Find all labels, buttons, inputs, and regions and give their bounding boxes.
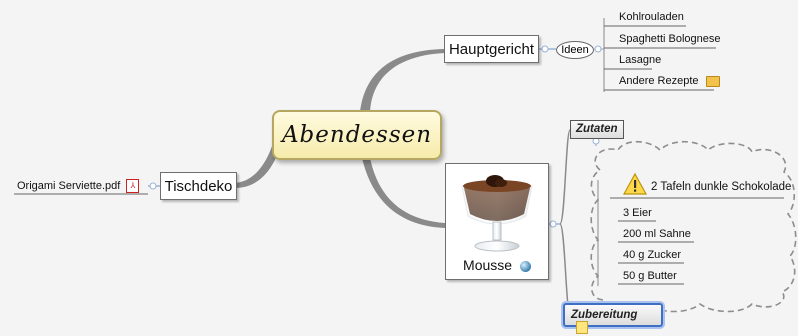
folder-icon[interactable] xyxy=(705,75,720,87)
zutaten-boundary xyxy=(590,140,797,313)
ingredient-label: 50 g Butter xyxy=(623,270,677,282)
ingredient-item[interactable]: 50 g Butter xyxy=(623,270,677,282)
warning-icon xyxy=(622,172,648,195)
note-icon[interactable] xyxy=(576,321,588,334)
idea-item[interactable]: Spaghetti Bolognese xyxy=(619,33,721,45)
ingredient-label: 2 Tafeln dunkle Schokolade xyxy=(651,181,792,193)
ingredient-item[interactable]: 200 ml Sahne xyxy=(623,228,691,240)
globe-icon[interactable] xyxy=(519,260,531,272)
attachment-filename: Origami Serviette.pdf xyxy=(17,179,121,192)
idea-item-label: Andere Rezepte xyxy=(619,75,699,87)
topic-mousse-label: Mousse xyxy=(463,257,513,273)
idea-item[interactable]: Andere Rezepte xyxy=(619,75,720,87)
ingredient-item[interactable]: 40 g Zucker xyxy=(623,249,681,261)
topic-mousse[interactable]: Mousse xyxy=(445,163,549,280)
idea-item-label: Spaghetti Bolognese xyxy=(619,33,721,45)
subtopic-zutaten-label: Zutaten xyxy=(576,123,618,135)
pdf-icon[interactable]: ⅄ xyxy=(126,179,140,193)
ingredient-item[interactable]: 3 Eier xyxy=(623,207,652,219)
ingredient-label: 40 g Zucker xyxy=(623,249,682,261)
topic-hauptgericht[interactable]: Hauptgericht xyxy=(444,35,539,63)
branch-tischdeko xyxy=(235,140,282,188)
central-topic[interactable]: Abendessen xyxy=(272,110,442,160)
idea-item[interactable]: Kohlrouladen xyxy=(619,11,684,23)
ingredient-item[interactable]: 2 Tafeln dunkle Schokolade xyxy=(651,181,791,193)
branch-hauptgericht xyxy=(360,49,445,112)
callout-ideen[interactable]: Ideen xyxy=(556,41,594,59)
attachment-item[interactable]: Origami Serviette.pdf ⅄ xyxy=(17,179,140,193)
idea-item[interactable]: Lasagne xyxy=(619,54,661,66)
chocolate-mousse-image xyxy=(461,175,533,252)
subtopic-zubereitung[interactable]: Zubereitung xyxy=(563,303,663,334)
subtopic-zubereitung-label: Zubereitung xyxy=(571,309,638,321)
ingredient-label: 200 ml Sahne xyxy=(623,228,691,240)
ingredient-label: 3 Eier xyxy=(623,207,652,219)
callout-ideen-label: Ideen xyxy=(561,44,589,56)
branch-mousse xyxy=(362,158,445,228)
topic-tischdeko[interactable]: Tischdeko xyxy=(160,172,237,200)
topic-tischdeko-label: Tischdeko xyxy=(164,177,233,195)
topic-mousse-caption: Mousse xyxy=(446,257,548,273)
idea-item-label: Kohlrouladen xyxy=(619,11,684,23)
subtopic-zutaten[interactable]: Zutaten xyxy=(570,120,624,139)
idea-item-label: Lasagne xyxy=(619,54,662,66)
topic-hauptgericht-label: Hauptgericht xyxy=(448,40,535,58)
